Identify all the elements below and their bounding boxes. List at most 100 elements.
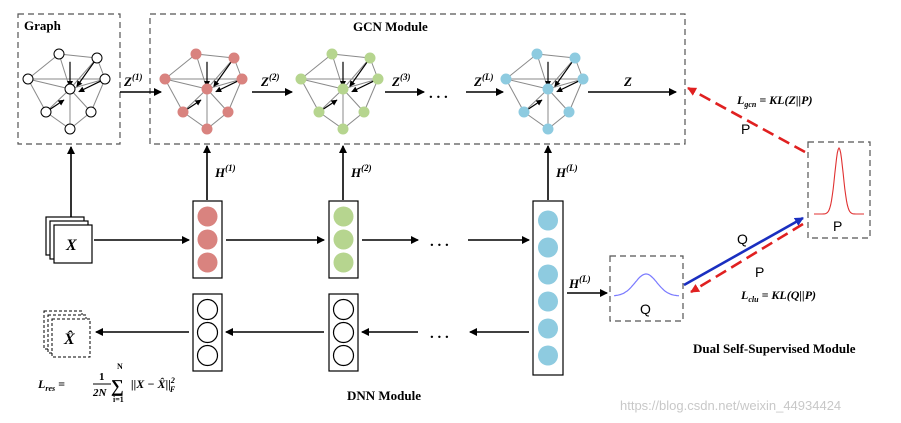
graph-node [569, 52, 581, 64]
graph-node [222, 106, 234, 118]
svg-text:2N: 2N [92, 387, 108, 399]
graph-edge [300, 78, 344, 90]
x-input-label: X [65, 237, 77, 254]
z2-label: Z(2) [260, 72, 279, 89]
graph-edge [547, 57, 576, 90]
graph-edge [27, 78, 47, 113]
z-output-label: Z [623, 74, 632, 89]
input-x-stack: X [45, 216, 93, 264]
graph-node [22, 73, 34, 85]
dnn-neuron [538, 264, 558, 285]
svg-text:Lres=: Lres= [37, 377, 65, 393]
p-box-label: P [833, 218, 842, 234]
graph-message-arrow [556, 80, 580, 93]
graph-node [313, 106, 325, 118]
dnn-neuron [538, 345, 558, 366]
dnn-neuron [538, 210, 558, 231]
dual-module-title: Dual Self-Supervised Module [693, 341, 856, 356]
gcn-layer-2-graph [295, 48, 384, 135]
graph-node [228, 52, 240, 64]
h1-label: H(1) [214, 163, 236, 180]
graph-node [500, 73, 512, 85]
graph-node [201, 123, 213, 135]
p-arrow-bottom-label: P [755, 264, 764, 280]
graph-node [99, 73, 111, 85]
h2-label: H(2) [350, 163, 372, 180]
l-gcn-formula: Lgcn= KL(Z||P) [736, 93, 812, 109]
dnn-layers [192, 200, 564, 376]
graph-edge [536, 53, 549, 90]
p-distribution-curve [814, 146, 864, 215]
dnn-neuron [197, 206, 218, 227]
graph-message-arrow [349, 61, 368, 87]
graph-edge [536, 53, 576, 59]
graph-edge [363, 78, 379, 113]
graph-node [577, 73, 589, 85]
x-hat-label: X̂ [63, 329, 75, 348]
graph-edge [547, 78, 584, 90]
dnn-neuron [333, 229, 354, 250]
graph-node [236, 73, 248, 85]
graph-edge [568, 78, 584, 113]
graph-edge [505, 78, 525, 113]
graph-edge [342, 57, 371, 90]
p-to-q-arrow [690, 222, 804, 294]
graph-edge [505, 53, 538, 80]
gcn-module-frame [149, 13, 686, 145]
graph-edge [164, 78, 208, 90]
l-clu-formula: Lclu= KL(Q||P) [740, 288, 816, 304]
graph-node [85, 106, 97, 118]
graph-node [364, 52, 376, 64]
graph-message-arrow [78, 80, 102, 93]
graph-node [190, 48, 202, 60]
graph-node [201, 83, 213, 95]
graph-node [518, 106, 530, 118]
graph-node [326, 48, 338, 60]
graph-node [40, 106, 52, 118]
graph-edge [206, 78, 243, 90]
dnn-neuron [538, 318, 558, 339]
p-distribution-frame [807, 141, 871, 239]
dnn-neuron [196, 344, 219, 367]
graph-edge [90, 78, 106, 113]
graph-node [53, 48, 65, 60]
graph-node [542, 123, 554, 135]
graph-node [531, 48, 543, 60]
gcn-layer-1-graph [159, 48, 248, 135]
graph-node [159, 73, 171, 85]
graph-edge [331, 53, 371, 59]
dnn-neuron [332, 298, 355, 321]
graph-frame [17, 13, 121, 145]
dnn-neuron [196, 321, 219, 344]
gcn-ellipsis: . . . [429, 86, 448, 102]
gcn-module-title: GCN Module [353, 19, 428, 34]
q-box-label: Q [640, 301, 651, 317]
svg-text:N: N [117, 362, 123, 371]
graph-node [91, 52, 103, 64]
graph-message-arrow [185, 99, 202, 111]
z3-label: Z(3) [391, 72, 410, 89]
dnn-neuron [333, 252, 354, 273]
dnn-module-title: DNN Module [347, 388, 421, 403]
z1-label: Z(1) [123, 72, 142, 89]
graph-message-arrow [321, 99, 338, 111]
graph-edge [331, 53, 344, 90]
watermark: https://blog.csdn.net/weixin_44934424 [620, 398, 841, 413]
decoder-ellipsis: . . . [430, 326, 449, 342]
graph-edge [206, 57, 235, 90]
graph-edge [505, 78, 549, 90]
dnn-neuron [332, 321, 355, 344]
graph-node [177, 106, 189, 118]
input-graph [22, 48, 111, 135]
graph-message-arrow [526, 99, 543, 111]
dnn-neuron [196, 298, 219, 321]
svg-text:∑: ∑ [111, 376, 124, 396]
graph-edge [58, 53, 98, 59]
graph-node [295, 73, 307, 85]
graph-node [563, 106, 575, 118]
graph-edge [27, 78, 71, 90]
graph-message-arrow [213, 61, 232, 87]
p-to-z-arrow [687, 86, 806, 154]
hL-label: H(L) [555, 163, 578, 180]
gcn-layer-L-graph [500, 48, 589, 135]
